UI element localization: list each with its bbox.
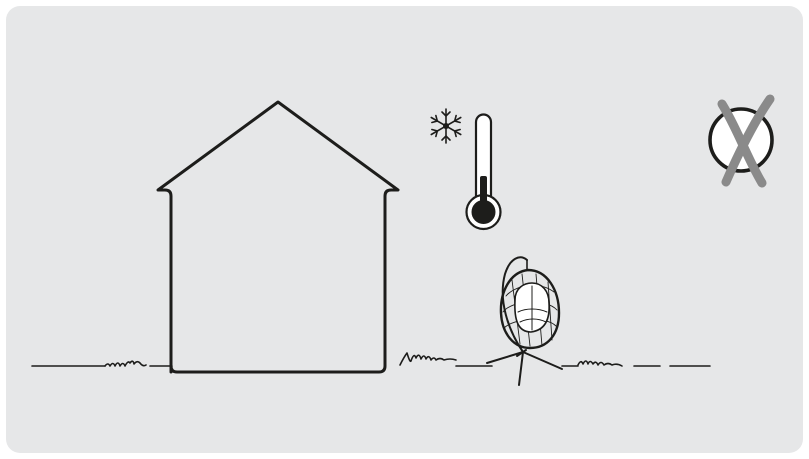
grass-tuft-left: [105, 361, 146, 366]
grass-tuft-right: [578, 361, 622, 366]
snowflake-icon: [429, 109, 462, 143]
chair-base-leg-front: [519, 352, 523, 385]
thermometer-low-icon: [467, 115, 501, 229]
hanging-egg-chair-icon: [487, 257, 562, 385]
house-outline-icon: [158, 102, 398, 372]
chair-base-leg-left: [487, 352, 523, 363]
chair-base-leg-right: [523, 352, 562, 369]
thermometer-bulb-fill: [472, 200, 496, 224]
crossed-out-circle-icon: [710, 99, 772, 183]
ground-line: [32, 353, 710, 366]
grass-tuft-middle: [400, 353, 456, 365]
